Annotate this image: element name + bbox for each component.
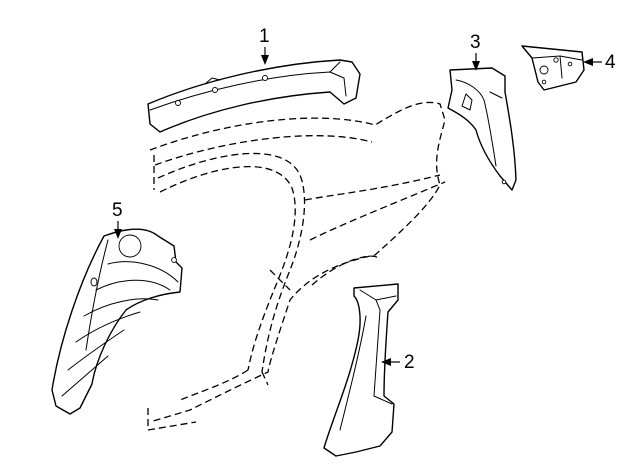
callout-1-arrow	[261, 55, 269, 65]
part-4-bracket	[521, 45, 585, 91]
callout-4-label: 4	[605, 52, 616, 73]
callout-1-label: 1	[259, 26, 270, 47]
callout-3-label: 3	[470, 32, 481, 53]
callout-5-label: 5	[112, 200, 123, 221]
callout-4-arrow	[583, 58, 593, 66]
callout-2-label: 2	[404, 352, 415, 373]
callout-4: 4	[583, 52, 616, 73]
callout-3: 3	[470, 32, 481, 71]
callout-2: 2	[381, 352, 415, 373]
callout-1: 1	[259, 26, 270, 65]
part-5-wheelhouse	[51, 228, 183, 415]
part-1-upper-rail	[147, 59, 361, 133]
callout-3-arrow	[472, 61, 480, 71]
part-2-pillar-reinforcement	[323, 283, 399, 457]
callout-5: 5	[112, 200, 123, 239]
callout-5-arrow	[114, 229, 122, 239]
part-3-rear-corner-panel	[447, 67, 517, 191]
callout-2-arrow	[381, 358, 391, 366]
quarter-panel-outline	[147, 101, 446, 431]
